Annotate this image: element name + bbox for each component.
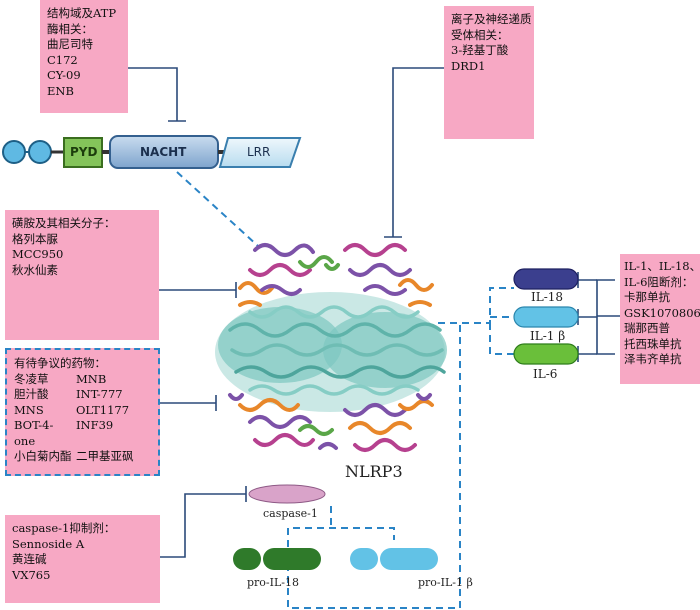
caspase-inhibitor-line-3: 黄连碱 (12, 552, 47, 566)
il1b-pill (513, 306, 579, 328)
lrr-domain (218, 137, 302, 168)
il-blocker-line-3: 卡那单抗 (624, 290, 670, 304)
ion-line-2: 受体相关： (451, 27, 509, 42)
domain-bead-2 (28, 140, 52, 164)
il6-pill (513, 343, 579, 365)
il18-label: IL-18 (531, 290, 564, 304)
sulfonylurea-box: 磺胺及其相关分子： 格列本脲 MCC950 秋水仙素 (5, 210, 159, 340)
structure-connector (128, 67, 178, 121)
ion-receptor-box: 离子及神经递质 受体相关： 3-羟基丁酸 DRD1 (444, 6, 534, 139)
caspase-inhibitor-line-1: caspase-1抑制剂： (12, 521, 116, 535)
controversial-drug: 胆汁酸 (14, 387, 49, 401)
nlrp3-protein-structure (215, 243, 447, 452)
il-blocker-line-5: 瑞那西普 (624, 321, 670, 335)
structure-line-1: 结构域及ATP (47, 6, 117, 20)
protein-to-il-dash (438, 287, 514, 324)
caspase1-label: caspase-1 (263, 507, 318, 520)
il1b-label: IL-1 β (530, 329, 566, 343)
pro-il1b-shape (350, 548, 438, 570)
structure-atp-box: 结构域及ATP 酶相关： 曲尼司特 C172 CY-09 ENB (40, 0, 128, 113)
il-blocker-line-1: IL-1、IL-18、 (624, 259, 700, 273)
pyd-domain (63, 137, 103, 168)
controversial-drug: 冬凌草 (14, 371, 49, 386)
controversial-drug: INF39 (76, 418, 114, 432)
controversial-drug: OLT1177 (76, 402, 130, 417)
sulfonylurea-line-1: 磺胺及其相关分子： (12, 216, 116, 230)
controversial-drug: 二甲基亚砜 (76, 449, 134, 463)
controversial-drug: MNB (76, 371, 107, 386)
sulfonylurea-line-3: MCC950 (12, 247, 64, 261)
pro-il18-label: pro-IL-18 (247, 576, 300, 589)
controversial-drug: 小白菊内酯 (14, 449, 72, 463)
structure-line-3: 曲尼司特 (47, 37, 93, 51)
il-blocker-box: IL-1、IL-18、 IL-6阻断剂： 卡那单抗 GSK1070806 瑞那西… (620, 254, 700, 384)
il-blocker-line-4: GSK1070806 (624, 305, 700, 320)
nacht-to-protein-dash (176, 171, 259, 247)
il-blocker-line-2: IL-6阻断剂： (624, 274, 694, 289)
structure-line-2: 酶相关： (47, 21, 93, 36)
sulfonylurea-line-4: 秋水仙素 (12, 262, 58, 277)
nacht-label: NACHT (140, 145, 187, 159)
controversial-drugs-box: 有待争议的药物： 冬凌草 MNB 胆汁酸 INT-777 MNS OLT1177… (5, 348, 160, 476)
ion-line-4: DRD1 (451, 58, 486, 73)
caspase1-pill (248, 484, 326, 504)
caspase-inhibitor-connector (160, 493, 246, 558)
domain-bar (2, 135, 302, 169)
il-blocker-line-7: 泽韦齐单抗 (624, 352, 682, 366)
protein-to-pro-il-dash (287, 322, 461, 609)
domain-bead-1 (2, 140, 26, 164)
nlrp3-label: NLRP3 (345, 462, 403, 481)
il-blocker-line-6: 托西珠单抗 (624, 336, 682, 351)
lrr-label: LRR (247, 145, 271, 159)
il-blocker-connector (596, 279, 615, 355)
structure-line-5: CY-09 (47, 68, 81, 82)
ion-line-1: 离子及神经递质 (451, 12, 532, 26)
pro-il18-shape (233, 548, 321, 570)
caspase-inhibitor-line-4: VX765 (12, 567, 51, 582)
ion-line-3: 3-羟基丁酸 (451, 43, 509, 57)
structure-line-6: ENB (47, 83, 74, 98)
ion-connector (392, 67, 444, 237)
caspase-inhibitor-box: caspase-1抑制剂： Sennoside A 黄连碱 VX765 (5, 515, 160, 603)
controversial-drug: MNS (14, 402, 44, 417)
pro-il1b-label: pro-IL-1 β (418, 576, 473, 589)
structure-line-4: C172 (47, 52, 78, 67)
controversial-drug-grid: 冬凌草 MNB 胆汁酸 INT-777 MNS OLT1177 BOT-4-on… (14, 372, 151, 465)
controversial-title: 有待争议的药物： (14, 356, 106, 370)
pyd-label: PYD (70, 145, 98, 159)
il18-pill (513, 268, 579, 290)
controversial-drug: INT-777 (76, 387, 123, 401)
il6-label: IL-6 (533, 367, 558, 381)
caspase-inhibitor-line-2: Sennoside A (12, 536, 85, 551)
sulfonylurea-line-2: 格列本脲 (12, 231, 58, 246)
controversial-drug: BOT-4-one (14, 418, 54, 448)
